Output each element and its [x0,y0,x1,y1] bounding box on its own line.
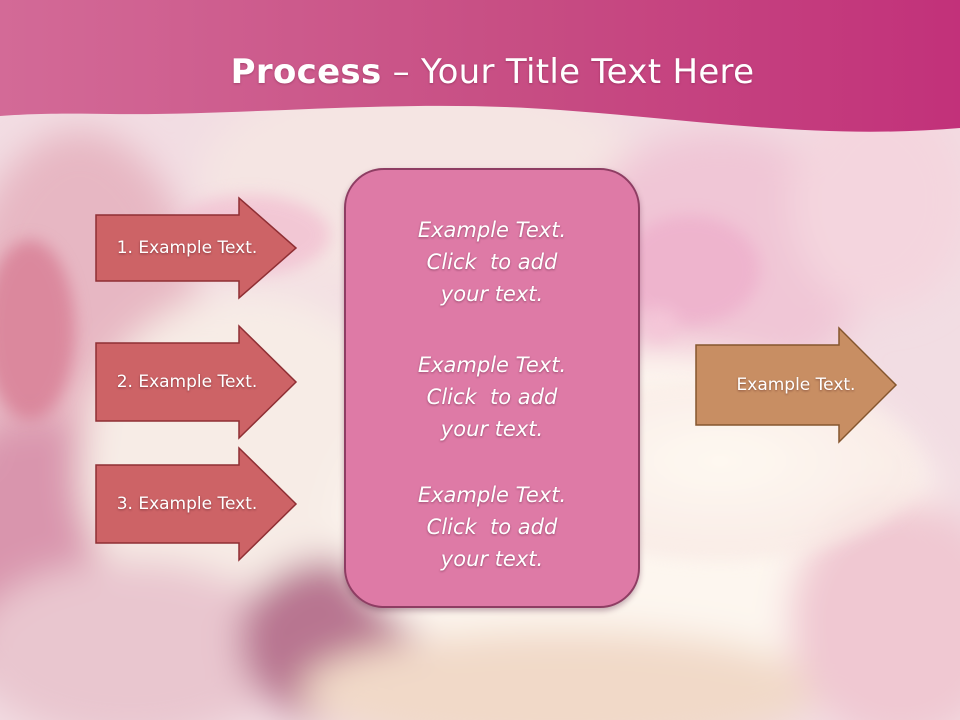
block-line: your text. [440,547,544,571]
step-arrow-2[interactable]: 2. Example Text. [95,324,298,440]
arrow-shape [95,324,298,440]
step-arrow-1[interactable]: 1. Example Text. [95,196,298,300]
step-arrow-3[interactable]: 3. Example Text. [95,446,298,562]
title-bold: Process [230,52,382,92]
title-rest: – Your Title Text Here [381,52,755,92]
block-line: Example Text. [417,218,567,242]
arrow-shape [95,446,298,562]
result-arrow[interactable]: Example Text. [695,326,898,444]
center-text-box[interactable]: Example Text. Click to add your text. Ex… [344,168,640,608]
step-label: 1. Example Text. [116,238,258,258]
center-text-block-2[interactable]: Example Text. Click to add your text. [346,349,638,445]
arrow-shape [95,196,298,300]
block-line: Example Text. [417,353,567,377]
step-label: 3. Example Text. [116,494,258,514]
slide-title[interactable]: Process – Your Title Text Here [0,52,960,92]
block-line: Click to add [426,385,558,409]
block-line: Example Text. [417,483,567,507]
header-band [0,0,960,132]
block-line: Click to add [426,250,558,274]
center-text-block-1[interactable]: Example Text. Click to add your text. [346,214,638,310]
block-line: your text. [440,417,544,441]
step-label: 2. Example Text. [116,372,258,392]
block-line: your text. [440,282,544,306]
arrow-shape [695,326,898,444]
center-text-block-3[interactable]: Example Text. Click to add your text. [346,479,638,575]
block-line: Click to add [426,515,558,539]
result-label: Example Text. [736,375,856,395]
